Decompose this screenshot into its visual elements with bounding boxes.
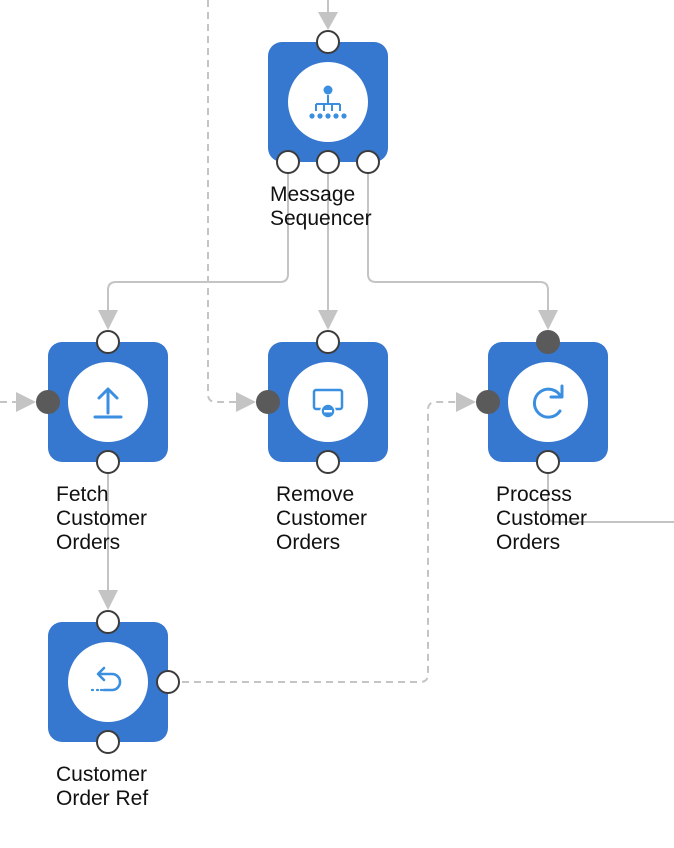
port-in-top[interactable] [316, 30, 340, 54]
port-in-top[interactable] [536, 330, 560, 354]
port-in-left[interactable] [256, 390, 280, 414]
node-label: Remove Customer Orders [276, 483, 373, 554]
port-out-bottom[interactable] [316, 450, 340, 474]
connector-orderref-to-process-dashed[interactable] [182, 401, 474, 683]
remove-icon [312, 388, 344, 419]
port-out-bottom[interactable] [536, 450, 560, 474]
node-label: Process Customer Orders [496, 483, 593, 554]
label-line: Message [270, 183, 355, 206]
port-out-2[interactable] [316, 150, 340, 174]
node-customer-order-ref[interactable]: Customer Order Ref [48, 610, 180, 810]
port-out-3[interactable] [356, 150, 380, 174]
label-line: Customer [496, 507, 587, 530]
arrow-into-remove [318, 310, 338, 330]
icon-circle [68, 642, 148, 722]
port-in-left[interactable] [36, 390, 60, 414]
port-in-top[interactable] [96, 330, 120, 354]
port-in-left[interactable] [476, 390, 500, 414]
label-line: Sequencer [270, 207, 372, 230]
label-line: Fetch [56, 483, 109, 506]
node-message-sequencer[interactable]: Message Sequencer [268, 30, 388, 230]
label-line: Customer [276, 507, 367, 530]
node-fetch-customer-orders[interactable]: Fetch Customer Orders [36, 330, 168, 554]
label-line: Customer [56, 507, 147, 530]
label-line: Process [496, 483, 572, 506]
node-process-customer-orders[interactable]: Process Customer Orders [476, 330, 608, 554]
icon-circle [508, 362, 588, 442]
label-line: Orders [276, 531, 340, 554]
label-line: Order Ref [56, 787, 148, 810]
refresh-icon [532, 384, 564, 419]
label-line: Orders [496, 531, 560, 554]
connector-sequencer-to-process[interactable] [367, 162, 549, 326]
port-out-bottom[interactable] [96, 730, 120, 754]
arrow-into-process [538, 310, 558, 330]
connector-process-outgoing[interactable] [547, 474, 674, 523]
sequencer-icon [309, 85, 347, 119]
port-in-top[interactable] [316, 330, 340, 354]
node-remove-customer-orders[interactable]: Remove Customer Orders [256, 330, 388, 554]
arrow-into-sequencer [318, 12, 338, 30]
arrow-into-remove-left [236, 392, 256, 412]
connector-sequencer-to-fetch[interactable] [107, 162, 289, 326]
arrow-into-process-left [456, 392, 476, 412]
arrow-into-fetch-left [16, 392, 36, 412]
node-label: Customer Order Ref [56, 763, 153, 810]
port-out-right[interactable] [156, 670, 180, 694]
label-line: Orders [56, 531, 120, 554]
node-label: Message Sequencer [270, 183, 372, 230]
connector-incoming-top-dashed[interactable] [207, 0, 254, 403]
return-icon [90, 666, 122, 692]
port-in-top[interactable] [96, 610, 120, 634]
label-line: Customer [56, 763, 147, 786]
port-out-bottom[interactable] [96, 450, 120, 474]
label-line: Remove [276, 483, 354, 506]
connectors [0, 0, 674, 683]
arrow-into-fetch [98, 310, 118, 330]
icon-circle [288, 362, 368, 442]
upload-icon [93, 387, 123, 419]
node-label: Fetch Customer Orders [56, 483, 153, 554]
port-out-1[interactable] [276, 150, 300, 174]
arrow-into-orderref [98, 590, 118, 610]
